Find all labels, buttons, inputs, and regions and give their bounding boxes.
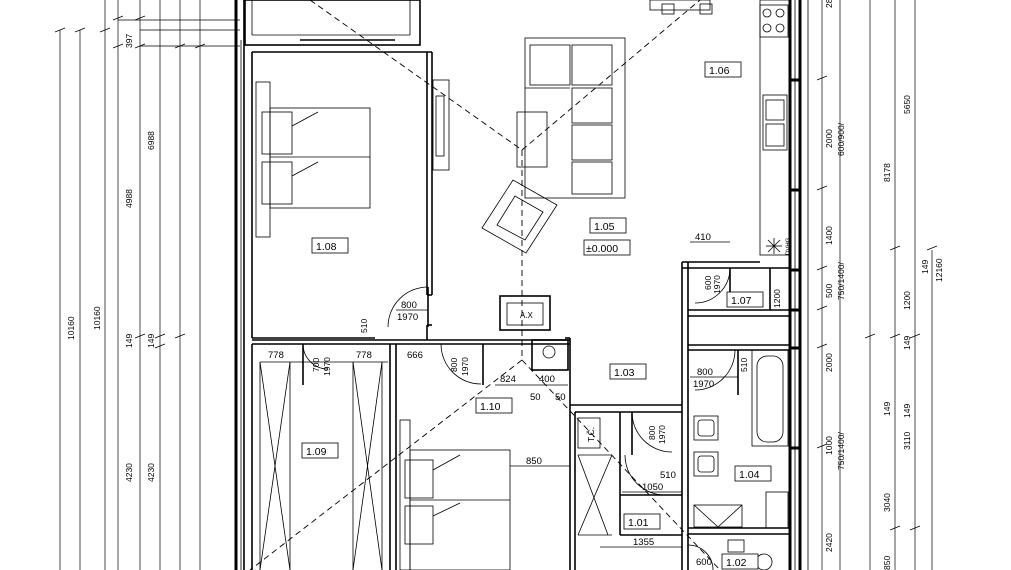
room-level-1-05: ±0.000 (586, 243, 618, 255)
door-800-bed2: 800 (449, 358, 459, 372)
furniture (255, 0, 791, 570)
door-1970-wardrobe: 1970 (322, 357, 332, 376)
door-1970-bed2: 1970 (460, 357, 470, 376)
dim-1355: 1355 (633, 537, 654, 548)
dim-4988: 4988 (124, 189, 134, 208)
dim-600-900: 600/900/ (836, 122, 846, 156)
interior-walls (251, 51, 790, 570)
dim-850: 850 (526, 456, 542, 467)
door-700: 700 (311, 358, 321, 372)
dim-6988: 6988 (146, 131, 156, 150)
room-label-1-06: 1.06 (709, 65, 730, 77)
room-label-1-03: 1.03 (614, 367, 635, 379)
room-label-1-10: 1.10 (480, 401, 501, 413)
dim-4230-right: 4230 (146, 463, 156, 482)
dim-2000-top: 2000 (824, 129, 834, 148)
dim-510-bedroom: 510 (359, 319, 369, 333)
dim-149-left: 149 (124, 334, 134, 348)
dim-778-b: 778 (356, 350, 372, 361)
dim-500: 500 (824, 284, 834, 298)
dim-2000-mid: 2000 (824, 353, 834, 372)
dim-10160-outer: 10160 (66, 316, 76, 340)
door-800-hall: 800 (647, 426, 657, 440)
door-1970-wc: 1970 (712, 275, 722, 294)
symbol-dvhg: DVHG (786, 237, 792, 255)
dim-510-bath: 510 (739, 358, 749, 372)
dim-1050: 1050 (642, 482, 663, 493)
room-label-1-05: 1.05 (594, 221, 615, 233)
door-800-bath: 800 (697, 367, 713, 378)
right-dimension-lines (816, 0, 938, 570)
door-800-bedroom: 800 (401, 300, 417, 311)
dim-4230-left: 4230 (124, 463, 134, 482)
room-label-1-09: 1.09 (306, 446, 327, 458)
dim-10160-inner: 10160 (92, 306, 102, 330)
dim-8178: 8178 (882, 163, 892, 182)
symbol-ax: A.X (520, 311, 534, 320)
dim-1000: 1000 (824, 436, 834, 455)
dim-149-d: 149 (902, 404, 912, 418)
dim-850-right: 850 (882, 556, 892, 570)
dim-28: 28 (824, 0, 834, 8)
dim-410: 410 (695, 232, 711, 243)
dim-750-1400-a: 750/1400/ (836, 262, 846, 300)
dim-1400: 1400 (824, 226, 834, 245)
dim-149-c: 149 (882, 402, 892, 416)
dim-50-b: 50 (555, 392, 566, 403)
dim-50-a: 50 (530, 392, 541, 403)
left-dimension-lines (54, 0, 240, 570)
door-1970-hall: 1970 (657, 425, 667, 444)
door-600-wc: 600 (703, 276, 713, 290)
dim-397: 397 (124, 34, 134, 48)
room-label-1-04: 1.04 (739, 469, 760, 481)
dim-824: 824 (500, 374, 516, 385)
door-1970-bath: 1970 (693, 379, 714, 390)
dim-400: 400 (539, 374, 555, 385)
dim-5650: 5650 (902, 95, 912, 114)
window-1200: 1200 (772, 289, 782, 308)
dim-12160: 12160 (934, 258, 944, 282)
symbol-td: T.Č. (586, 427, 596, 442)
dim-149-right: 149 (146, 334, 156, 348)
dim-510-hall: 510 (660, 470, 676, 481)
dim-778-a: 778 (268, 350, 284, 361)
dim-666: 666 (407, 350, 423, 361)
door-1970-bedroom: 1970 (397, 312, 418, 323)
room-label-1-02: 1.02 (726, 557, 747, 569)
dim-149-b: 149 (902, 336, 912, 350)
room-label-1-01: 1.01 (628, 517, 649, 529)
door-600-wc2: 600 (696, 557, 712, 568)
room-label-1-07: 1.07 (731, 295, 752, 307)
dim-3040: 3040 (882, 493, 892, 512)
dim-3110: 3110 (902, 431, 912, 450)
dim-1200: 1200 (902, 291, 912, 310)
dim-149-a: 149 (920, 260, 930, 274)
dim-2420: 2420 (824, 533, 834, 552)
dim-750-1400-b: 750/1400/ (836, 432, 846, 470)
room-label-1-08: 1.08 (316, 241, 337, 253)
